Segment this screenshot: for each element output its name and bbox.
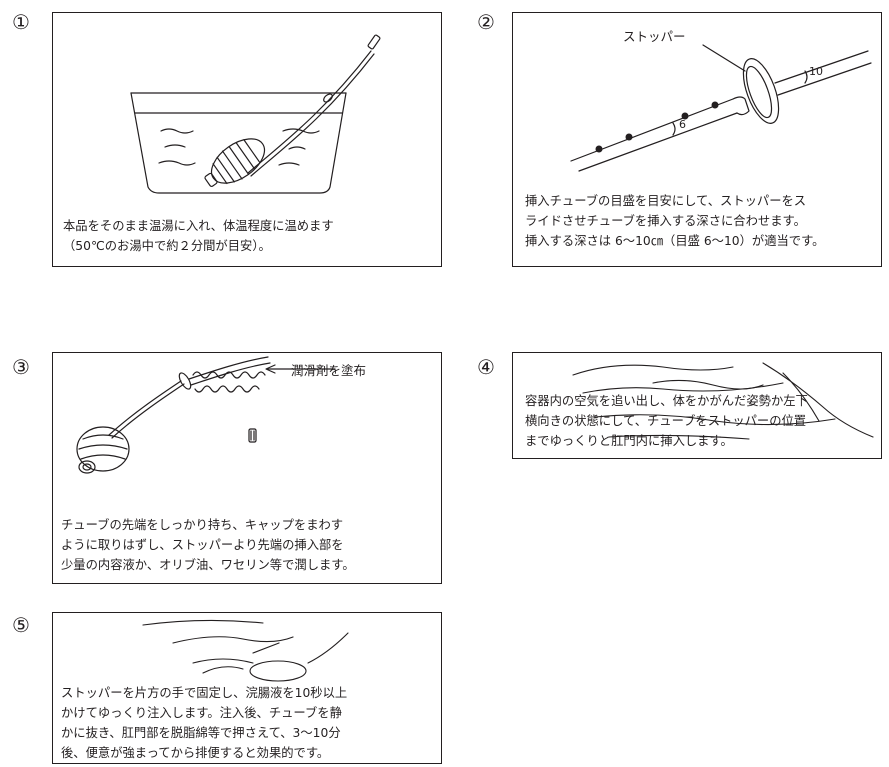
step-3-panel: 潤滑剤を塗布 チューブの先端をしっかり持ち、キャップをまわす ように取りはずし、… — [52, 352, 442, 584]
step-2-panel: ストッパー 6 10 挿入チューブの目盛を目安にして、ストッパーをス ライドさせ… — [512, 12, 882, 267]
stopper-label: ストッパー — [623, 29, 686, 44]
scale-6-label: 6 — [679, 118, 686, 131]
step-4-caption: 容器内の空気を追い出し、体をかがんだ姿勢か左下 横向きの状態にして、チューブをス… — [525, 394, 808, 448]
warming-in-water-illustration — [130, 34, 381, 194]
step-4-number: ④ — [477, 355, 495, 379]
step-3-number: ③ — [12, 355, 30, 379]
scale-10-label: 10 — [809, 65, 823, 78]
step-2-number: ② — [477, 10, 495, 34]
step-1-panel: 本品をそのまま温湯に入れ、体温程度に温めます （50℃のお湯中で約２分間が目安）… — [52, 12, 442, 267]
stopper-adjust-illustration — [570, 44, 872, 172]
step-1-number: ① — [12, 10, 30, 34]
step-5-panel: ストッパーを片方の手で固定し、浣腸液を10秒以上 かけてゆっくり注入します。注入… — [52, 612, 442, 764]
step-3-caption: チューブの先端をしっかり持ち、キャップをまわす ように取りはずし、ストッパーより… — [61, 518, 355, 572]
lubricant-application-illustration — [76, 356, 336, 474]
step-4-panel: 容器内の空気を追い出し、体をかがんだ姿勢か左下 横向きの状態にして、チューブをス… — [512, 352, 882, 459]
step-5-number: ⑤ — [12, 613, 30, 637]
step-2-caption: 挿入チューブの目盛を目安にして、ストッパーをス ライドさせチューブを挿入する深さ… — [525, 194, 825, 248]
step-5-caption: ストッパーを片方の手で固定し、浣腸液を10秒以上 かけてゆっくり注入します。注入… — [61, 686, 348, 760]
injection-illustration — [142, 619, 349, 682]
step-1-caption: 本品をそのまま温湯に入れ、体温程度に温めます （50℃のお湯中で約２分間が目安）… — [63, 219, 334, 253]
lubricant-label: 潤滑剤を塗布 — [291, 363, 367, 378]
lying-position-illustration — [572, 362, 874, 440]
